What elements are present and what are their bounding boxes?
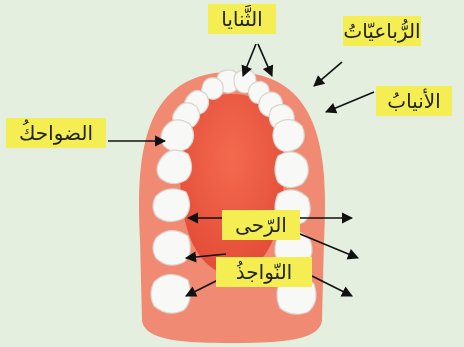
arrow-lateral bbox=[314, 62, 342, 86]
label-premolars: الضواحكُ bbox=[6, 118, 106, 148]
tooth-wisdom-left bbox=[151, 274, 190, 313]
label-incisors: الثَّنايا bbox=[208, 4, 276, 34]
arrow-incisors-right bbox=[258, 44, 272, 76]
label-wisdom-teeth: النّواجذُ bbox=[216, 257, 312, 287]
label-canines: الأنيابُ bbox=[376, 86, 452, 116]
tooth-molar-left-2 bbox=[153, 230, 190, 265]
label-lateral-incisors: الرُّباعيّاتُ bbox=[343, 16, 421, 46]
tooth-premolar-right-2 bbox=[275, 152, 308, 188]
tooth-premolar-right-1 bbox=[273, 119, 304, 151]
tooth-molar-left-1 bbox=[153, 189, 190, 222]
arrow-canines bbox=[326, 92, 374, 112]
label-molars: الرّحى bbox=[222, 210, 300, 240]
